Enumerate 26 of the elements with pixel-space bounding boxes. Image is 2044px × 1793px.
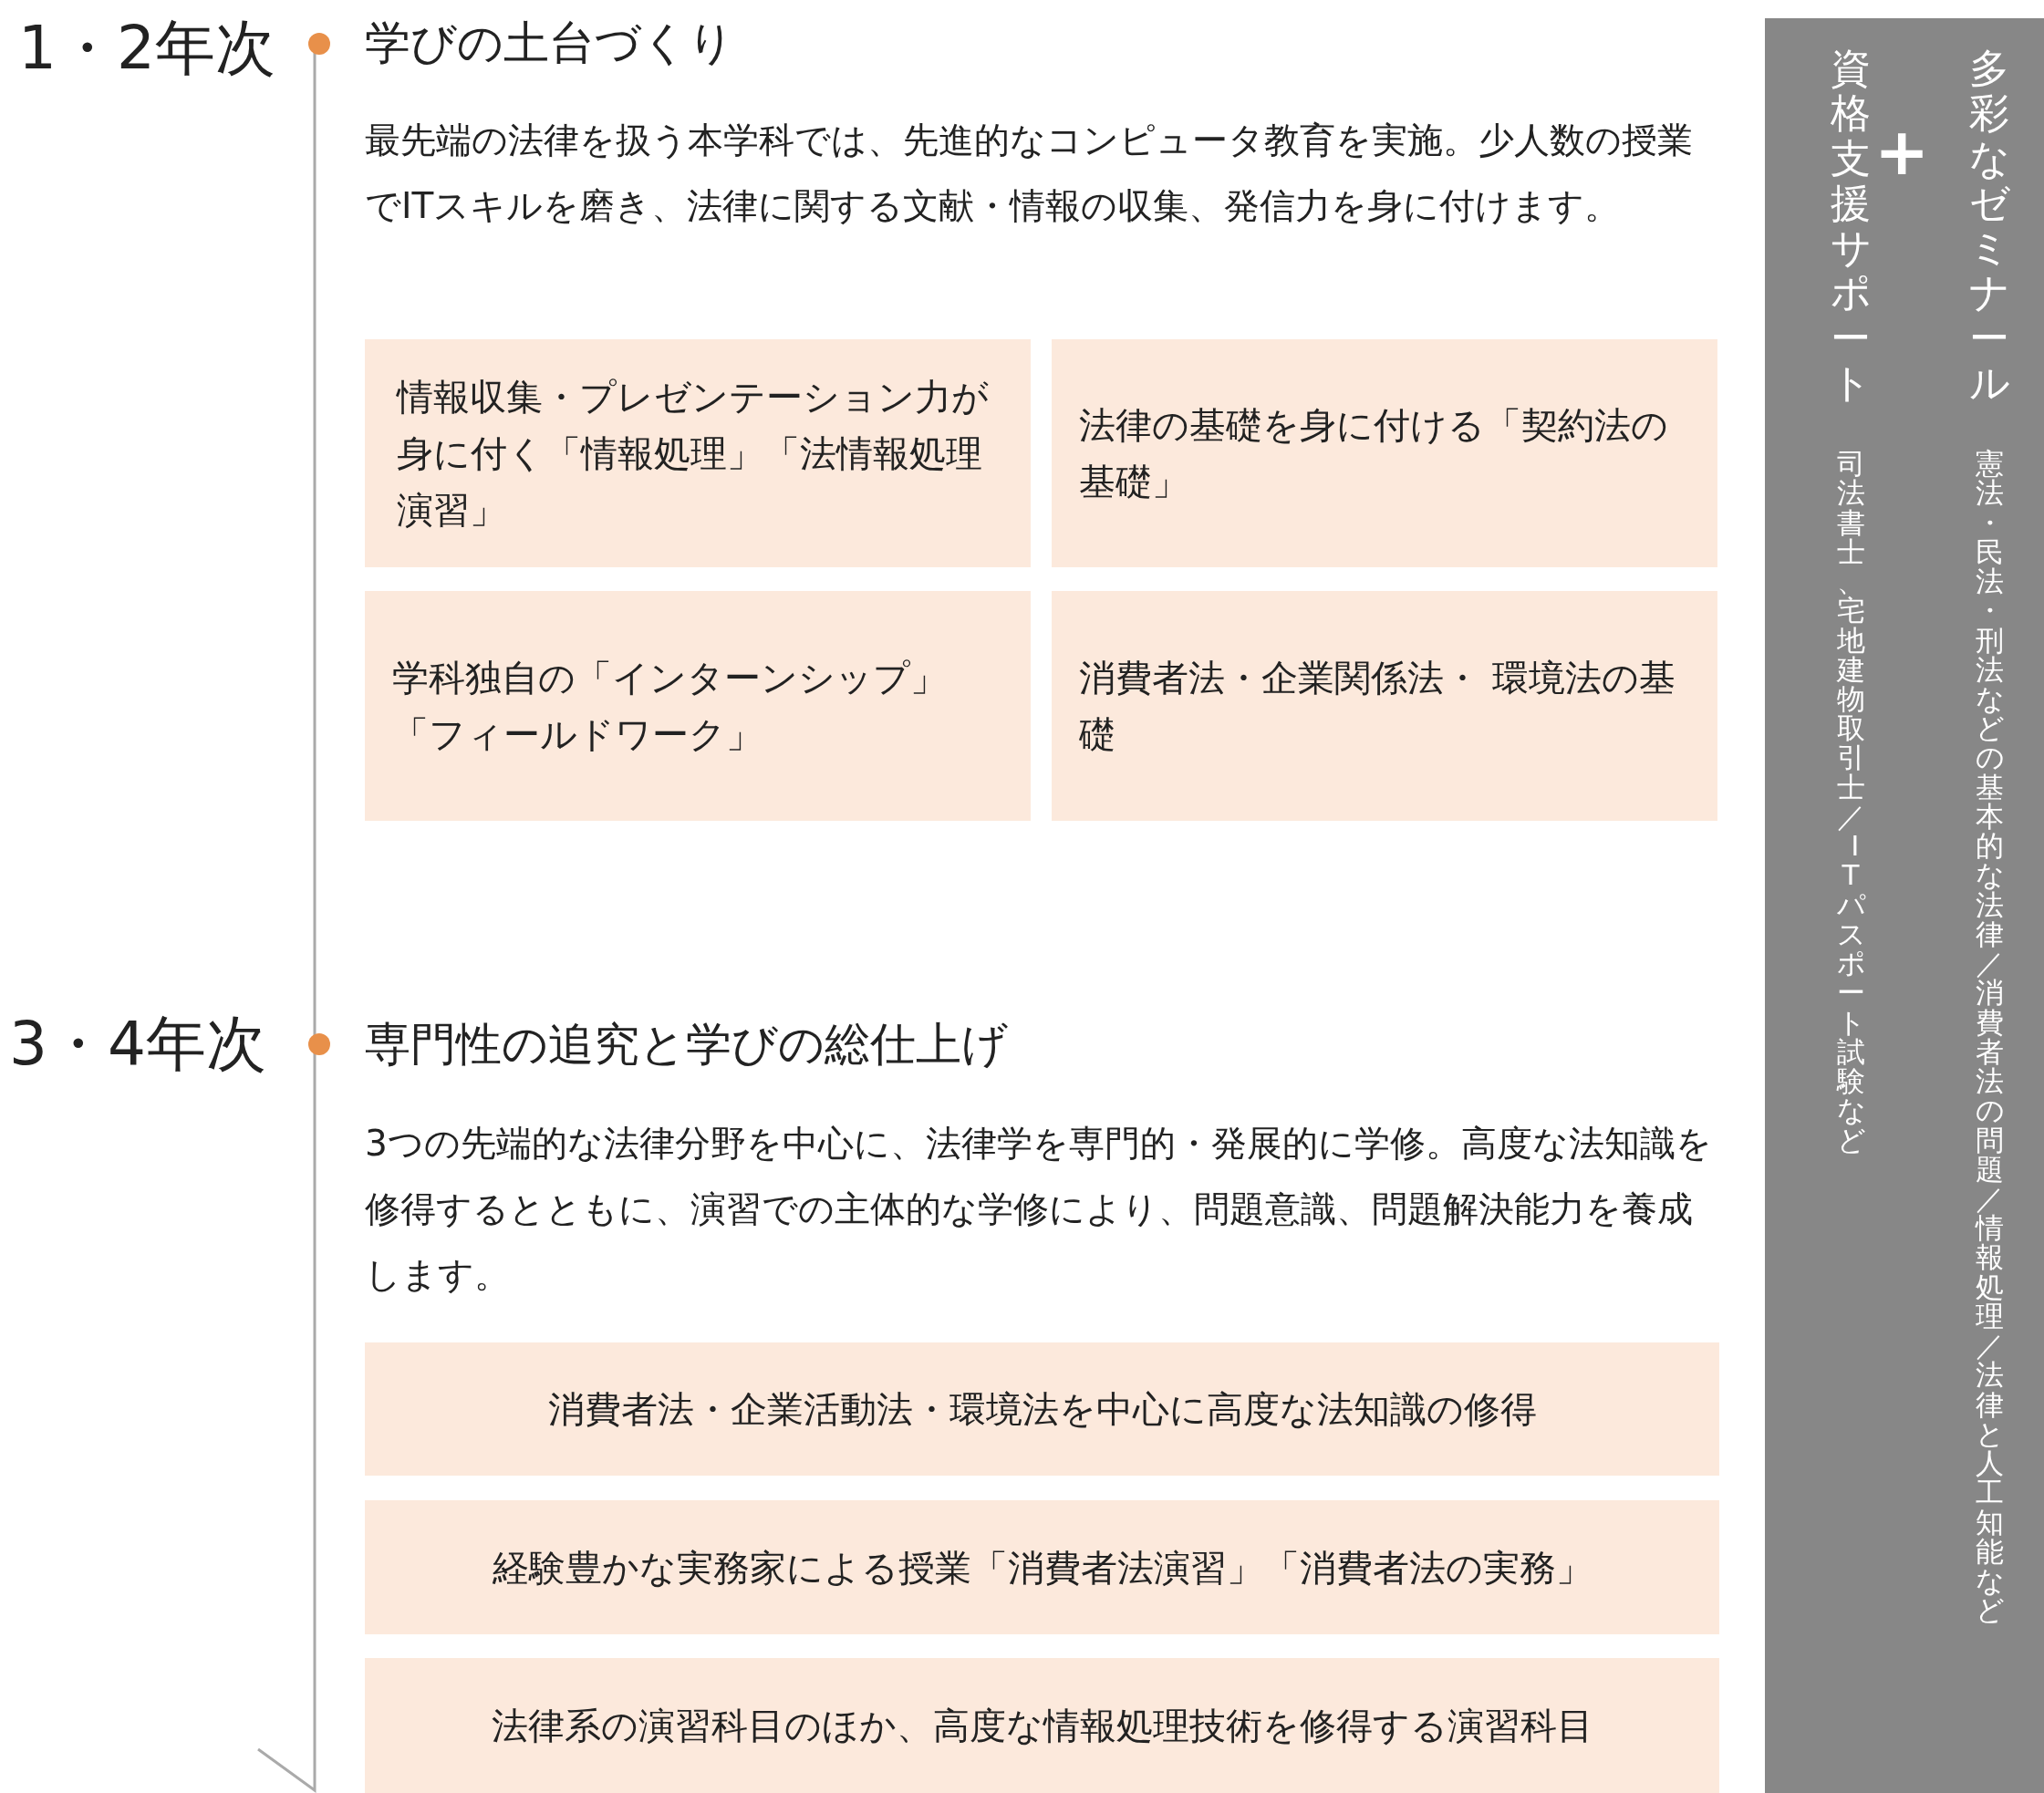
- course-box: [1052, 591, 1717, 821]
- course-box: [365, 1658, 1719, 1793]
- section-heading: 専門性の追究と学びの総仕上げ: [365, 1017, 1008, 1073]
- panel-text: 憲法・民法・刑法などの基本的な法律／消費者法の問題／情報処理／法律と人工知能など: [1975, 449, 2004, 1625]
- panel-heading: 多彩なゼミナール: [1969, 46, 2009, 406]
- course-text: 法律系の演習科目のほか、高度な情報処理技術を修得する演習科目: [491, 1704, 1593, 1748]
- panel-text: 司法書士、宅地建物取引士／ ITパスポート試験など: [1836, 449, 1865, 1155]
- course-box: [365, 591, 1031, 821]
- course-text: 学科独自の「インターンシップ」「フィールドワーク」: [392, 656, 948, 757]
- course-text: 消費者法・企業活動法・環境法を中心に高度な法知識の修得: [547, 1387, 1537, 1432]
- plus-sign: +: [1874, 119, 1930, 184]
- course-box: [1052, 339, 1717, 567]
- description-text: 最先端の法律を扱う本学科では、先進的なコンピュータ教育を実施。少人数の授業でITスキルを磨き、法律に関する文献・情報の収集、発信力を身に付けます。: [365, 119, 1694, 228]
- section-heading: 学びの土台づくり: [365, 16, 734, 71]
- side-panel: [1765, 18, 2044, 1793]
- panel-heading: 資格支援サポート: [1831, 46, 1871, 406]
- course-box: [365, 1500, 1719, 1634]
- year-label: 1・2年次: [18, 12, 275, 85]
- course-text: 消費者法・企業関係法・ 環境法の基礎: [1079, 656, 1676, 757]
- course-text: 情報収集・プレゼンテーション力が身に付く「情報処理」「法情報処理演習」: [397, 375, 990, 533]
- course-text: 法律の基礎を身に付ける「契約法の基礎」: [1079, 403, 1669, 504]
- course-box: [365, 1342, 1719, 1476]
- course-box: [365, 339, 1031, 567]
- course-text: 経験豊かな実務家による授業「消費者法演習」「消費者法の実務」: [492, 1545, 1593, 1591]
- year-label: 3・4年次: [9, 1008, 266, 1081]
- description-text: 3つの先端的な法律分野を中心に、法律学を専門的・発展的に学修。高度な法知識を修得するとともに、演習での主体的な学修により、問題意識、問題解決能力を養成します。: [365, 1122, 1713, 1297]
